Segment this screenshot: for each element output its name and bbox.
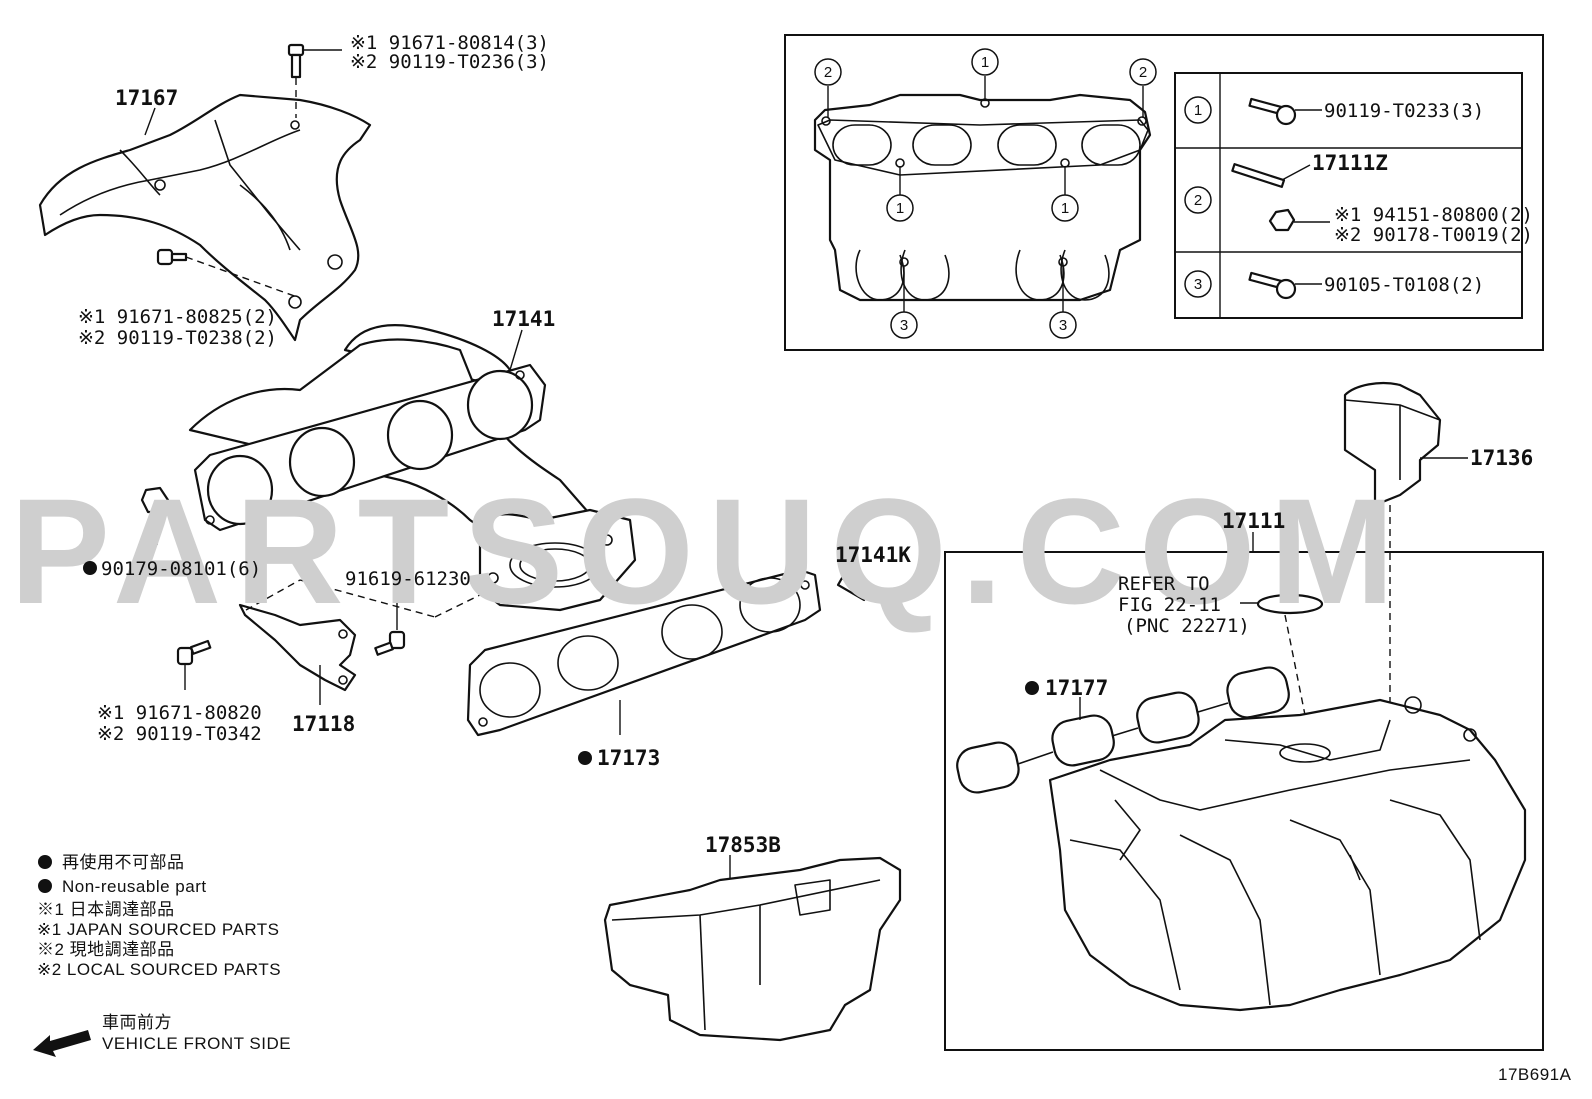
- legend-local-en: ※2 LOCAL SOURCED PARTS: [37, 960, 281, 979]
- label-bracket-bolt[interactable]: 91619-61230: [345, 568, 471, 590]
- intake-manifold-17111[interactable]: [1048, 696, 1527, 1012]
- inset-marker: 1: [886, 194, 914, 222]
- inset-marker: 3: [1049, 311, 1077, 339]
- svg-text:3: 3: [1194, 276, 1202, 293]
- exhaust-manifold-17141[interactable]: [188, 324, 637, 612]
- refer-note-3: (PNC 22271): [1124, 615, 1250, 637]
- svg-text:3: 3: [1059, 317, 1067, 334]
- stay-bolt-right: [374, 585, 406, 656]
- label-heat-ins-bolt-1[interactable]: ※1 91671-80814(3): [350, 32, 549, 54]
- label-17141[interactable]: 17141: [492, 307, 555, 331]
- refer-note-1: REFER TO: [1118, 573, 1210, 595]
- svg-text:1: 1: [981, 54, 989, 71]
- svg-text:2: 2: [824, 64, 832, 81]
- inset-box: 1 1 1 2 2 3 3 1 90119-T0233(3) 2 17111: [784, 34, 1544, 351]
- heat-insulator-17167[interactable]: [38, 93, 372, 342]
- stud-17141k: [836, 565, 870, 602]
- label-heat-ins-lower-2[interactable]: ※2 90119-T0238(2): [78, 327, 277, 349]
- legend-nonreuse-en: Non-reusable part: [62, 877, 207, 896]
- legend-japan-en: ※1 JAPAN SOURCED PARTS: [37, 920, 280, 939]
- gasket-ring-22271: [1240, 593, 1324, 741]
- label-17853b[interactable]: 17853B: [705, 833, 781, 857]
- nut-90179: [140, 486, 170, 545]
- inset-marker: 3: [890, 311, 918, 339]
- legend-japan-jp: ※1 日本調達部品: [37, 900, 175, 919]
- svg-text:17111Z: 17111Z: [1312, 151, 1388, 175]
- inset-row-1[interactable]: 1 90119-T0233(3): [1184, 96, 1484, 126]
- legend: 再使用不可部品 Non-reusable part ※1 日本調達部品 ※1 J…: [33, 852, 291, 1057]
- stay-17118[interactable]: [238, 579, 481, 705]
- inset-row-2[interactable]: 2 17111Z ※1 94151-80800(2) ※2 90178-T001…: [1184, 151, 1533, 246]
- watermark: PARTSOUQ.COM: [10, 467, 1409, 635]
- svg-text:※2 90178-T0019(2): ※2 90178-T0019(2): [1334, 224, 1533, 246]
- nonreuse-dot: [83, 561, 97, 575]
- front-arrow-icon: [33, 1030, 91, 1057]
- label-17111[interactable]: 17111: [1222, 509, 1285, 533]
- inset-marker: 1: [1051, 194, 1079, 222]
- svg-text:3: 3: [900, 317, 908, 334]
- inset-table: 1 90119-T0233(3) 2 17111Z ※1 94151-80800…: [1174, 72, 1533, 319]
- label-stay-bolt-1[interactable]: ※1 91671-80820: [97, 702, 262, 724]
- gasket-17173[interactable]: [466, 568, 822, 737]
- legend-local-jp: ※2 現地調達部品: [37, 940, 175, 959]
- inset-marker: 2: [814, 58, 842, 86]
- inset-marker: 2: [1129, 58, 1157, 86]
- svg-text:1: 1: [1194, 102, 1202, 119]
- label-heat-ins-lower-1[interactable]: ※1 91671-80825(2): [78, 306, 277, 328]
- svg-text:1: 1: [896, 200, 904, 217]
- diagram-code: 17B691A: [1498, 1065, 1572, 1084]
- svg-text:1: 1: [1061, 200, 1069, 217]
- inset-marker: 1: [971, 48, 999, 76]
- label-17118[interactable]: 17118: [292, 712, 355, 736]
- label-17173[interactable]: 17173: [597, 746, 660, 770]
- legend-nonreuse-jp: 再使用不可部品: [62, 852, 185, 872]
- svg-text:2: 2: [1139, 64, 1147, 81]
- svg-text:90105-T0108(2): 90105-T0108(2): [1324, 274, 1484, 296]
- label-nut-90179[interactable]: 90179-08101(6): [101, 558, 261, 580]
- label-17167[interactable]: 17167: [115, 86, 178, 110]
- label-stay-bolt-2[interactable]: ※2 90119-T0342: [97, 723, 262, 745]
- stay-bolt-left: [176, 639, 212, 690]
- nonreuse-dot: [578, 751, 592, 765]
- label-17141k[interactable]: 17141K: [835, 543, 911, 567]
- intake-manifold-box: [944, 551, 1544, 1051]
- legend-front-jp: 車両前方: [102, 1013, 172, 1032]
- gasket-17177[interactable]: [954, 664, 1292, 830]
- label-17136[interactable]: 17136: [1470, 446, 1533, 470]
- svg-text:※1 94151-80800(2): ※1 94151-80800(2): [1334, 204, 1533, 226]
- refer-note-2: FIG 22-11: [1118, 594, 1221, 616]
- nonreuse-dot: [1025, 681, 1039, 695]
- svg-text:2: 2: [1194, 192, 1202, 209]
- label-17177[interactable]: 17177: [1045, 676, 1108, 700]
- label-heat-ins-bolt-2[interactable]: ※2 90119-T0236(3): [350, 51, 549, 73]
- heat-insulator-bolt: [287, 43, 342, 118]
- heat-insulator-lower-bolt: [156, 248, 301, 299]
- legend-front-en: VEHICLE FRONT SIDE: [102, 1034, 291, 1053]
- svg-text:90119-T0233(3): 90119-T0233(3): [1324, 100, 1484, 122]
- part-17853b[interactable]: [603, 855, 902, 1042]
- inset-row-3[interactable]: 3 90105-T0108(2): [1184, 270, 1484, 300]
- cover-17136[interactable]: [1343, 381, 1442, 790]
